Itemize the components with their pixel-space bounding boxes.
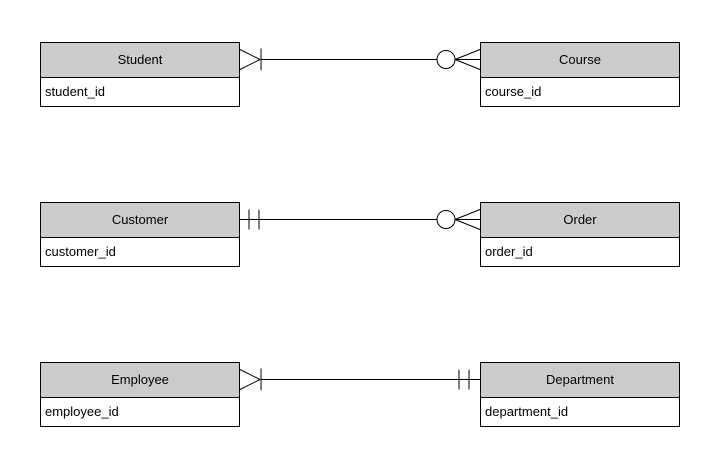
crows-foot-zero-or-many-icon	[436, 209, 481, 230]
entity-order[interactable]: Order order_id	[480, 202, 680, 267]
entity-title: Course	[481, 43, 679, 78]
entity-title: Department	[481, 363, 679, 398]
exactly-one-double-bar-icon	[248, 209, 260, 230]
entity-attribute-row[interactable]: customer_id	[41, 238, 239, 266]
entity-customer[interactable]: Customer customer_id	[40, 202, 240, 267]
crows-foot-one-or-many-icon	[239, 48, 262, 71]
entity-employee[interactable]: Employee employee_id	[40, 362, 240, 427]
entity-title: Employee	[41, 363, 239, 398]
connector-customer-order[interactable]	[240, 209, 481, 230]
entity-attribute-row[interactable]: department_id	[481, 398, 679, 426]
entity-course[interactable]: Course course_id	[480, 42, 680, 107]
entity-title: Student	[41, 43, 239, 78]
entity-attribute-row[interactable]: student_id	[41, 78, 239, 106]
connector-employee-department[interactable]	[239, 368, 480, 391]
entity-department[interactable]: Department department_id	[480, 362, 680, 427]
exactly-one-double-bar-icon	[458, 369, 470, 390]
entity-student[interactable]: Student student_id	[40, 42, 240, 107]
entity-attribute-row[interactable]: order_id	[481, 238, 679, 266]
entity-attribute-row[interactable]: course_id	[481, 78, 679, 106]
entity-attribute-row[interactable]: employee_id	[41, 398, 239, 426]
crows-foot-zero-or-many-icon	[436, 49, 481, 70]
connector-student-course[interactable]	[239, 48, 481, 71]
entity-title: Order	[481, 203, 679, 238]
entity-title: Customer	[41, 203, 239, 238]
crows-foot-one-or-many-icon	[239, 368, 262, 391]
